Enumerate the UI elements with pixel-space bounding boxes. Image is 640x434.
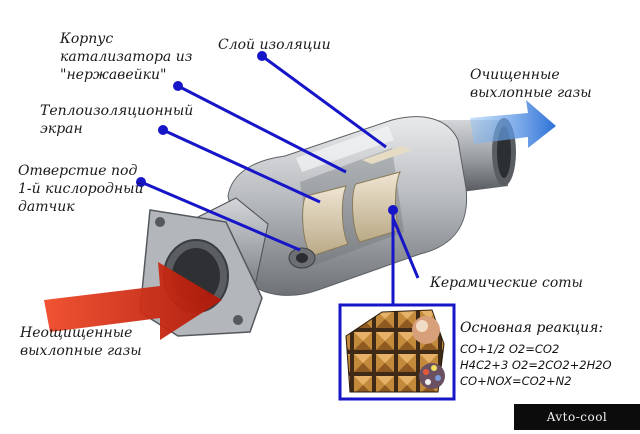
pointer-lines xyxy=(140,54,420,305)
ceramic-blocks xyxy=(302,146,412,257)
watermark-logo: Avto-cool xyxy=(514,404,640,430)
label-ceramic: Керамические соты xyxy=(430,275,583,291)
reaction-title: Основная реакция: xyxy=(460,320,604,336)
outlet-gas-arrow xyxy=(470,100,556,148)
reaction-line: H4C2+3 O2=2CO2+2H2O xyxy=(460,358,612,372)
converter-body xyxy=(227,116,468,296)
pointer-heat-shield xyxy=(162,128,321,204)
label-sensor-hole: Отверстие под 1-й кислородный датчик xyxy=(18,163,144,215)
pointer-ceramic xyxy=(391,217,420,279)
label-cleaned-gas: Очищенные выхлопные газы xyxy=(470,67,592,101)
label-housing: Корпус катализатора из "нержавейки" xyxy=(60,31,193,83)
label-heat-shield: Теплоизоляционный экран xyxy=(40,103,194,137)
label-insulation-layer: Слой изоляции xyxy=(218,37,331,53)
inlet-gas-arrow xyxy=(44,262,222,340)
pointer-dots xyxy=(136,51,398,215)
reaction-line: CO+1/2 O2=CO2 xyxy=(460,342,560,356)
pointer-insulation xyxy=(261,54,387,149)
pointer-housing xyxy=(177,84,347,174)
reaction-line: CO+NOX=CO2+N2 xyxy=(460,374,572,388)
honeycomb-inset xyxy=(338,303,456,401)
pointer-sensor xyxy=(140,180,301,252)
label-uncleaned-gas: Неощищенные выхлопные газы xyxy=(20,325,142,359)
